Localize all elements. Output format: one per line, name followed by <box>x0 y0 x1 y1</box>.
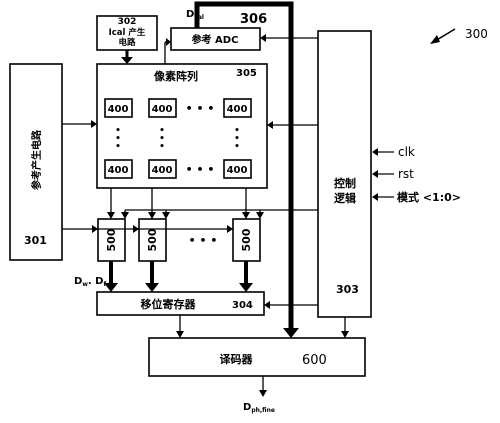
svg-text:400: 400 <box>152 104 173 115</box>
pixel-row2-ellipsis: • • • <box>186 163 215 176</box>
pixel-array-id: 305 <box>236 68 257 79</box>
reference-adc-label: 参考 ADC <box>192 33 239 46</box>
control-logic-id: 303 <box>336 283 359 296</box>
control-to-shiftreg-arrow <box>264 301 318 309</box>
shift-register-label: 移位寄存器 <box>141 297 197 311</box>
figure-ref-arrow <box>430 28 456 44</box>
readout-output-label: Dw. Df <box>74 276 106 288</box>
pixel-array-block: 像素阵列 305 400 400 • • • 400 • • • • • • •… <box>96 63 268 189</box>
reference-circuit-label: 参考产生电路 <box>30 129 43 190</box>
mode-input: 模式 <1:0> <box>372 190 461 204</box>
readout-cell-1: 500 <box>97 218 126 262</box>
shift-register-id: 304 <box>232 300 253 311</box>
pixel-cell-r2c2: 400 <box>148 159 177 179</box>
pixel-array-label: 像素阵列 <box>154 69 198 83</box>
reference-circuit-id: 301 <box>24 234 47 247</box>
pixel-col1-vdots: • • • <box>115 126 121 152</box>
svg-text:模式 <1:0>: 模式 <1:0> <box>397 190 461 204</box>
ical-circuit-id: 302 <box>118 17 137 27</box>
pixel-cell-r1c1: 400 <box>104 98 133 118</box>
pixel-col3-vdots: • • • <box>234 126 240 152</box>
array-to-adc-arrow <box>164 38 171 64</box>
pixel-cell-r2c3: 400 <box>223 159 252 179</box>
pixel-row1-ellipsis: • • • <box>186 102 215 115</box>
svg-text:400: 400 <box>227 104 248 115</box>
svg-text:500: 500 <box>146 228 159 251</box>
svg-text:•: • <box>115 134 121 144</box>
svg-text:400: 400 <box>227 165 248 176</box>
decoder-block: 译码器 600 <box>148 337 366 377</box>
reference-adc-id: 306 <box>240 12 267 27</box>
array-to-readout-arrows <box>107 188 250 219</box>
readout-cell-3: 500 <box>232 218 261 262</box>
svg-text:400: 400 <box>108 104 129 115</box>
shiftreg-to-decoder-arrow <box>176 315 184 338</box>
svg-text:•: • <box>234 126 240 136</box>
control-to-array-arrow <box>267 121 318 129</box>
svg-text:•: • <box>159 142 165 152</box>
svg-text:500: 500 <box>105 228 118 251</box>
reference-circuit-block: 参考产生电路 301 <box>9 63 63 261</box>
readout-to-shiftreg-arrows <box>104 261 253 292</box>
svg-text:•: • <box>159 134 165 144</box>
figure-ref-label: 300 <box>465 27 488 41</box>
control-logic-label-2: 逻辑 <box>334 191 356 205</box>
svg-text:•: • <box>115 142 121 152</box>
ical-to-array-arrow <box>121 50 133 64</box>
svg-text:•: • <box>234 142 240 152</box>
svg-text:clk: clk <box>398 145 415 159</box>
pixel-cell-r1c2: 400 <box>148 98 177 118</box>
ical-circuit-block: 302 Ical 产生 电路 <box>96 15 158 51</box>
pixel-cell-r2c1: 400 <box>104 159 133 179</box>
control-logic-block: 控制 逻辑 303 <box>317 30 372 318</box>
svg-text:400: 400 <box>108 165 129 176</box>
control-to-readout-lines <box>121 209 318 219</box>
final-output-label: Dph,fine <box>243 402 275 414</box>
svg-text:•: • <box>115 126 121 136</box>
ical-circuit-label-2: 电路 <box>118 37 136 48</box>
reference-adc-block: 参考 ADC <box>170 27 261 51</box>
svg-text:500: 500 <box>240 228 253 251</box>
pixel-col2-vdots: • • • <box>159 126 165 152</box>
ref-to-readout-lines <box>62 225 233 233</box>
control-logic-label-1: 控制 <box>334 176 356 190</box>
ical-circuit-label-1: Ical 产生 <box>109 27 146 38</box>
svg-text:•: • <box>234 134 240 144</box>
decoder-label: 译码器 <box>220 353 254 366</box>
control-to-decoder-arrow <box>341 317 349 338</box>
svg-text:rst: rst <box>398 167 414 181</box>
dcal-thick-bus <box>194 1 299 338</box>
pixel-cell-r1c3: 400 <box>223 98 252 118</box>
readout-cell-2: 500 <box>138 218 167 262</box>
readout-ellipsis: • • • <box>189 234 218 247</box>
svg-text:400: 400 <box>152 165 173 176</box>
clk-input: clk <box>372 145 415 159</box>
shift-register-block: 移位寄存器 304 <box>96 291 265 316</box>
rst-input: rst <box>372 167 414 181</box>
svg-text:•: • <box>159 126 165 136</box>
decoder-id: 600 <box>302 353 327 368</box>
ref-to-array-arrow <box>62 120 97 128</box>
decoder-output-arrow <box>259 376 267 397</box>
